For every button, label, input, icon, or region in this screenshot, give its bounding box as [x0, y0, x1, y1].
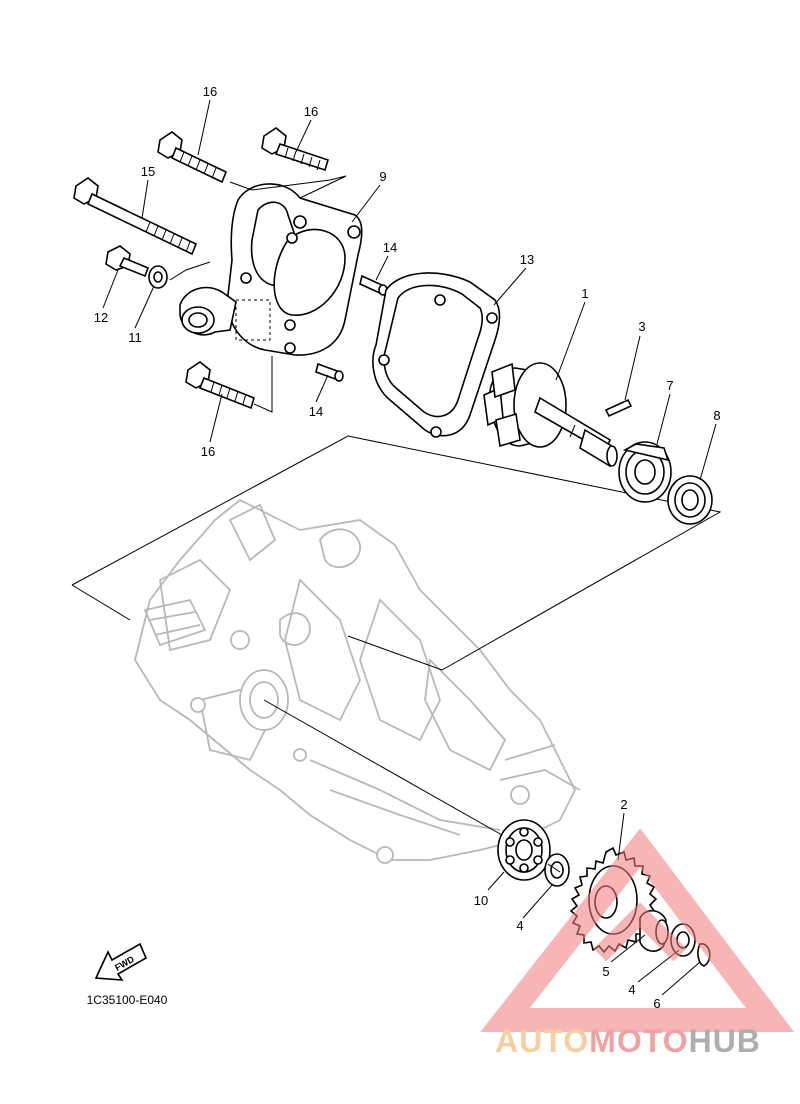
callout-10: 9: [379, 169, 386, 184]
bearing-9: [497, 819, 551, 881]
washer-11: [148, 265, 168, 289]
callout-7: 7: [666, 378, 673, 393]
callout-4-left: 4: [516, 918, 523, 933]
callout-12: 12: [94, 310, 108, 325]
dowel-pin-14-lower: [315, 362, 344, 382]
bolt-16-bottom: [185, 361, 255, 410]
callout-16-top-left: 16: [203, 84, 217, 99]
callout-11: 11: [128, 330, 142, 345]
callout-4-right: 4: [628, 982, 635, 997]
crankcase-outline: [134, 498, 581, 864]
diagram-reference-code: 1C35100-E040: [87, 993, 168, 1007]
leader-lines: [102, 99, 717, 996]
svg-text:AUTOMOTOHUB: AUTOMOTOHUB: [495, 1023, 761, 1059]
callout-1: 1: [581, 286, 588, 301]
callout-labels: 16 16 15 9 14 13 12 11 1 3 7 8 14 16 2 1…: [94, 84, 721, 1011]
callout-2: 2: [620, 797, 627, 812]
callout-9: 10: [474, 893, 488, 908]
watermark-auto: AUTO: [495, 1023, 589, 1059]
exploded-panel-outline: [71, 435, 722, 671]
watermark-hub: HUB: [689, 1023, 761, 1059]
bolt-16-top-left: [157, 131, 228, 184]
callout-5: 5: [602, 964, 609, 979]
watermark-moto: MOTO: [589, 1023, 688, 1059]
fwd-arrow-icon: FWD: [94, 942, 148, 981]
impeller-shaft-1: [483, 362, 618, 468]
callout-6: 6: [653, 996, 660, 1011]
callout-16-bottom: 16: [201, 444, 215, 459]
callout-14-lower: 14: [309, 404, 323, 419]
oil-seal-8: [667, 475, 713, 525]
callout-14-upper: 14: [383, 240, 397, 255]
dowel-pin-14-upper: [359, 274, 388, 296]
watermark-triangle-icon: [480, 828, 795, 1032]
bolt-15-long: [73, 177, 198, 256]
callout-13: 13: [520, 252, 534, 267]
automotohub-watermark: AUTOMOTOHUB: [480, 828, 795, 1059]
callout-8: 8: [713, 408, 720, 423]
callout-3: 3: [638, 319, 645, 334]
bearing-7: [618, 441, 672, 503]
gasket-13: [372, 272, 501, 438]
bolt-16-top-right: [261, 127, 329, 172]
pin-3: [604, 398, 633, 418]
water-pump-cover: [179, 183, 363, 356]
callout-15: 15: [141, 164, 155, 179]
bolt-12: [105, 245, 150, 278]
callout-16-top-right: 16: [304, 104, 318, 119]
